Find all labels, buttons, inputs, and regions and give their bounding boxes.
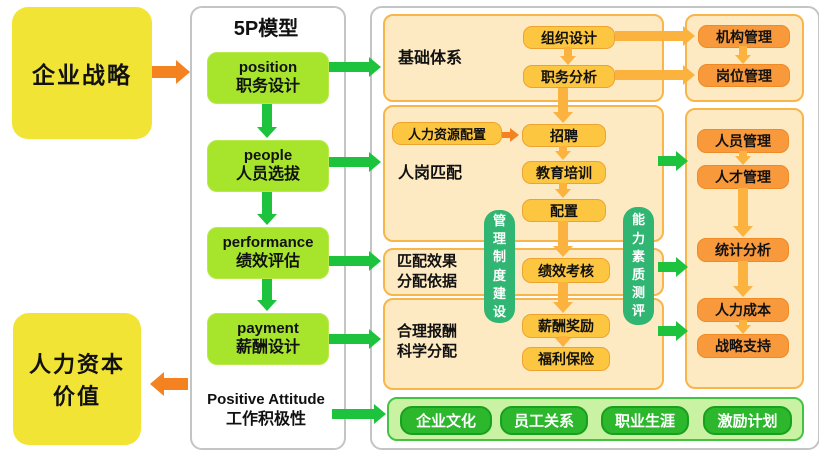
orgdesign-to-orgmgmt-arrow-icon (615, 26, 695, 46)
post-mgmt-box: 岗位管理 (698, 64, 790, 87)
personnel-to-talent-arrow-icon (735, 151, 751, 165)
strategy-box: 企业战略 (12, 7, 152, 139)
jobanalysis-to-recruit-arrow-icon (553, 88, 573, 123)
effect-label-line1: 匹配效果 (397, 253, 458, 270)
position-en: position (238, 58, 298, 76)
reward-panel (383, 298, 664, 390)
org-mgmt-box: 机构管理 (698, 25, 790, 48)
payment-en: payment (237, 319, 299, 337)
position-to-people-arrow-icon (257, 104, 277, 138)
personnel-mgmt-box: 人员管理 (697, 129, 789, 153)
effect-label: 匹配效果 分配依据 (397, 252, 457, 291)
model-box-performance: performance 绩效评估 (207, 227, 329, 279)
human-capital-line2: 价值 (52, 384, 101, 409)
job-analysis-box: 职务分析 (523, 65, 615, 88)
strategy-to-model-arrow-icon (152, 60, 190, 84)
effect-to-statistics-arrow-icon (658, 257, 688, 277)
talent-mgmt-box: 人才管理 (697, 165, 789, 189)
human-capital-box: 人力资本 价值 (13, 313, 141, 445)
people-en: people (243, 146, 293, 164)
positive-attitude-zh: 工作积极性 (225, 410, 306, 428)
recruit-box: 招聘 (522, 124, 606, 147)
position-zh: 职务设计 (235, 78, 300, 96)
positive-attitude-en: Positive Attitude (207, 391, 325, 408)
reward-label-line1: 合理报酬 (397, 323, 458, 340)
model-box-people: people 人员选拔 (207, 140, 329, 192)
reward-to-cost-arrow-icon (658, 321, 688, 341)
talent-to-statistics-arrow-icon (733, 188, 753, 237)
performance-to-payment-arrow-icon (257, 279, 277, 311)
ability-assessment-text: 能力素质测评 (631, 212, 645, 319)
cost-to-support-arrow-icon (735, 320, 751, 334)
matching-to-personnel-arrow-icon (658, 151, 688, 171)
incentive-plan-box: 激励计划 (703, 406, 792, 435)
hr-cost-box: 人力成本 (697, 298, 789, 322)
strategy-support-box: 战略支持 (697, 334, 789, 358)
kpi-box: 绩效考核 (522, 258, 610, 283)
foundation-panel (383, 14, 664, 102)
performance-zh: 绩效评估 (235, 253, 300, 271)
position-to-foundation-arrow-icon (329, 57, 381, 77)
ability-assessment-pill: 能力素质测评 (623, 207, 654, 325)
people-zh: 人员选拔 (235, 166, 300, 184)
training-to-allocation-arrow-icon (555, 183, 571, 198)
people-to-matching-arrow-icon (329, 152, 381, 172)
payment-zh: 薪酬设计 (235, 339, 300, 357)
salary-to-welfare-arrow-icon (555, 336, 571, 347)
matching-label: 人岗匹配 (398, 165, 463, 182)
reward-label-line2: 科学分配 (397, 342, 458, 360)
reward-label: 合理报酬 科学分配 (397, 322, 457, 361)
people-to-performance-arrow-icon (257, 192, 277, 225)
resource-to-recruit-arrow-icon (502, 128, 519, 142)
performance-en: performance (222, 233, 314, 251)
model-title: 5P模型 (233, 18, 299, 40)
attitude-to-bottom-arrow-icon (332, 404, 386, 424)
positive-attitude-label: Positive Attitude 工作积极性 (186, 390, 346, 430)
kpi-to-salary-arrow-icon (553, 282, 573, 313)
performance-to-effect-arrow-icon (329, 251, 381, 271)
human-capital-line1: 人力资本 (28, 352, 125, 377)
management-system-text: 管理制度建设 (492, 212, 506, 319)
training-box: 教育培训 (522, 161, 606, 184)
career-box: 职业生涯 (601, 406, 689, 435)
jobanalysis-to-postmgmt-arrow-icon (615, 65, 695, 85)
salary-box: 薪酬奖励 (522, 314, 610, 338)
welfare-box: 福利保险 (522, 347, 610, 371)
effect-label-line2: 分配依据 (397, 272, 458, 290)
allocation-box: 配置 (522, 199, 606, 222)
orgdesign-to-jobanalysis-arrow-icon (560, 47, 576, 65)
employee-relations-box: 员工关系 (500, 406, 588, 435)
model-to-capital-arrow-icon (150, 372, 188, 396)
payment-to-reward-arrow-icon (329, 329, 381, 349)
statistics-to-cost-arrow-icon (733, 261, 753, 297)
foundation-label: 基础体系 (398, 50, 463, 67)
model-box-position: position 职务设计 (207, 52, 329, 104)
corporate-culture-box: 企业文化 (400, 406, 492, 435)
recruit-to-training-arrow-icon (555, 146, 571, 160)
model-box-payment: payment 薪酬设计 (207, 313, 329, 365)
org-design-box: 组织设计 (523, 26, 615, 49)
allocation-to-kpi-arrow-icon (553, 221, 573, 257)
hr-allocation-box: 人力资源配置 (392, 122, 502, 145)
orgmgmt-to-postmgmt-arrow-icon (735, 46, 751, 64)
strategy-label: 企业战略 (32, 62, 132, 88)
management-system-pill: 管理制度建设 (484, 210, 515, 323)
statistics-box: 统计分析 (697, 238, 789, 262)
